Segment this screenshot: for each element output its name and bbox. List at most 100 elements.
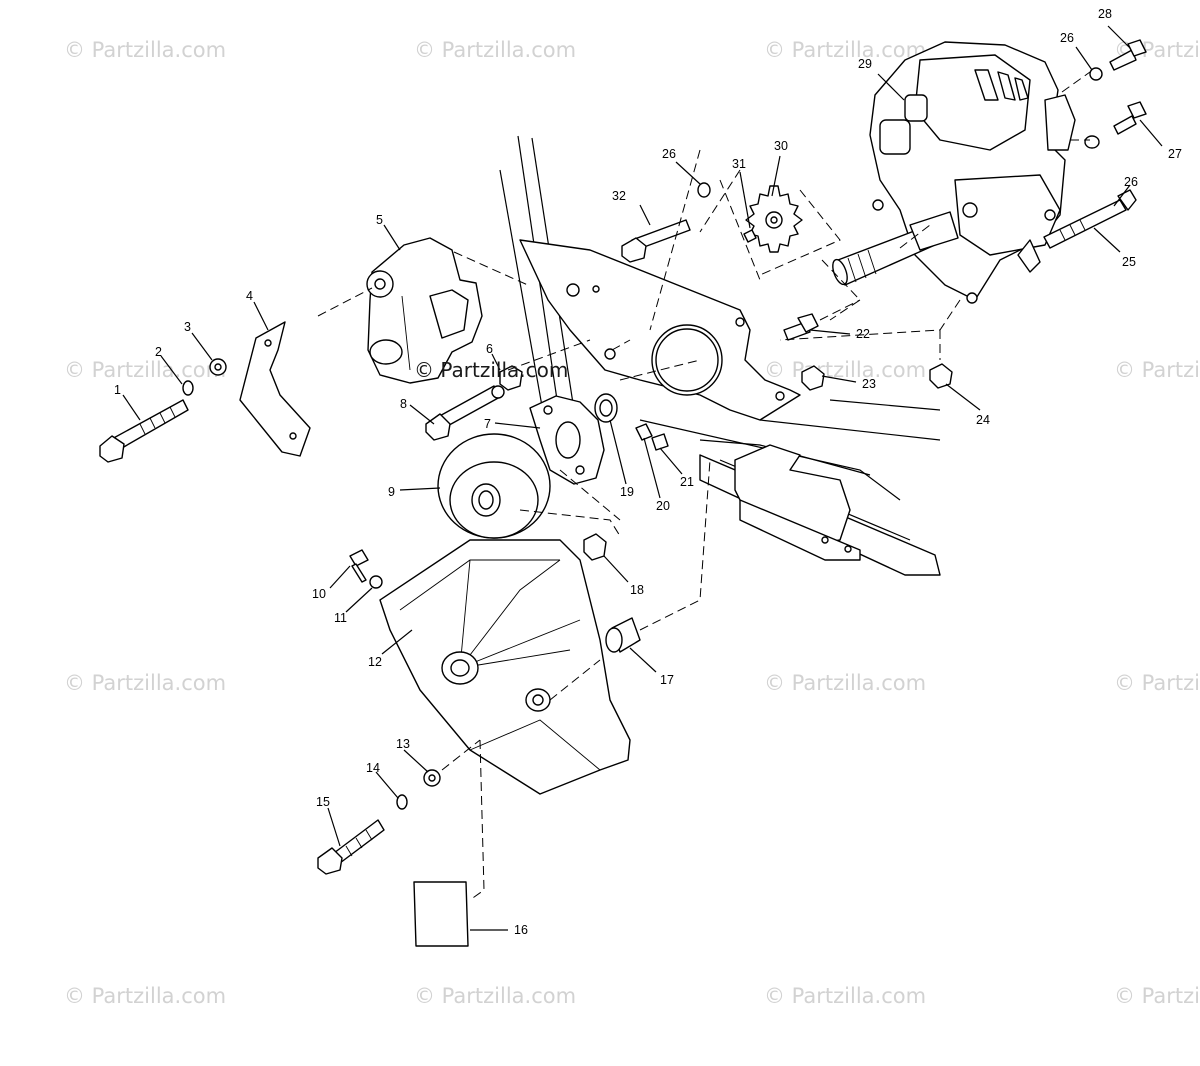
bearing-plate-7-bore	[555, 421, 581, 459]
callout-5: 5	[376, 213, 383, 227]
nut-18	[583, 533, 607, 561]
watermark: © Partzilla.com	[414, 984, 576, 1008]
gearcase	[869, 41, 1076, 304]
plate-hole	[775, 391, 785, 401]
bolt-28	[1109, 39, 1147, 71]
callout-32: 32	[612, 189, 626, 203]
washer-26	[697, 182, 711, 198]
washer-11	[369, 575, 383, 589]
callout-26-a: 26	[662, 147, 676, 161]
callout-8: 8	[400, 397, 407, 411]
nut-24	[929, 363, 953, 389]
bolt-8	[425, 385, 505, 441]
callout-12: 12	[368, 655, 382, 669]
spacer-17-end	[605, 627, 623, 653]
callout-14: 14	[366, 761, 380, 775]
callout-22: 22	[856, 327, 870, 341]
callout-29: 29	[858, 57, 872, 71]
callout-1: 1	[114, 383, 121, 397]
plate-hole	[566, 283, 580, 297]
callout-21: 21	[680, 475, 694, 489]
bracket-hole	[844, 545, 852, 553]
callout-13: 13	[396, 737, 410, 751]
callout-24: 24	[976, 413, 990, 427]
lock-washer-2	[182, 380, 194, 396]
plate-hole	[735, 317, 745, 327]
callout-31: 31	[732, 157, 746, 171]
bracket-hole	[821, 536, 829, 544]
sprocket-30	[745, 185, 803, 253]
watermark: © Partzilla.com	[1114, 984, 1200, 1008]
watermark: © Partzilla.com	[764, 671, 926, 695]
nut-6	[499, 365, 523, 391]
callout-17: 17	[660, 673, 674, 687]
callout-15: 15	[316, 795, 330, 809]
washer-26-c	[1084, 135, 1100, 149]
pulley-9-bore	[478, 490, 494, 510]
callout-11: 11	[334, 611, 347, 625]
watermark: © Partzilla.com	[414, 38, 576, 62]
callout-10: 10	[312, 587, 326, 601]
callout-numbers: 1 2 3 4 5 6 7 8 9 10 11 12 13 14 15 16 1…	[114, 7, 1182, 937]
callout-23: 23	[862, 377, 876, 391]
assembly-lines	[317, 71, 1091, 901]
seal-20	[635, 423, 653, 441]
chain-cover-12	[379, 539, 631, 795]
frame-bracket-foot	[739, 499, 861, 561]
bracket-4-hole	[264, 339, 272, 347]
callout-7: 7	[484, 417, 491, 431]
screw-10	[349, 549, 369, 583]
splined-shaft	[832, 211, 959, 286]
plate-hole	[592, 285, 600, 293]
callout-9: 9	[388, 485, 395, 499]
bearing-plate-7-hole	[575, 465, 585, 475]
callout-3: 3	[184, 320, 191, 334]
clip-31	[743, 229, 757, 243]
bolt-32	[621, 219, 691, 263]
watermark: © Partzilla.com	[64, 984, 226, 1008]
watermark: © Partzilla.com	[764, 38, 926, 62]
bolt-1	[99, 399, 189, 463]
callout-19: 19	[620, 485, 634, 499]
callout-27: 27	[1168, 147, 1182, 161]
washer-3-hole	[214, 363, 222, 371]
callout-leaders	[122, 25, 1163, 931]
watermark: © Partzilla.com	[764, 984, 926, 1008]
callout-26-b: 26	[1060, 31, 1074, 45]
bolt-15	[317, 819, 385, 875]
lock-washer-14	[396, 794, 408, 810]
callout-6: 6	[486, 342, 493, 356]
callout-4: 4	[246, 289, 253, 303]
callout-25: 25	[1122, 255, 1136, 269]
callout-2: 2	[155, 345, 162, 359]
watermark: © Partzilla.com	[64, 358, 226, 382]
bearing-19-inner	[599, 399, 613, 417]
watermark: © Partzilla.com	[64, 38, 226, 62]
washer-26-b	[1089, 67, 1103, 81]
callout-18: 18	[630, 583, 644, 597]
bolt-22	[783, 313, 819, 341]
spacer-21	[651, 433, 669, 451]
decal-16	[413, 881, 469, 947]
callout-16: 16	[514, 923, 528, 937]
watermark: © Partzilla.com	[1114, 358, 1200, 382]
bracket-4	[239, 321, 311, 457]
callout-26-c: 26	[1124, 175, 1138, 189]
motor	[366, 237, 483, 384]
watermark: © Partzilla.com	[764, 358, 926, 382]
bearing-plate-7-hole	[543, 405, 553, 415]
mounting-plate	[519, 239, 801, 421]
bolt-27	[1113, 101, 1147, 135]
callout-20: 20	[656, 499, 670, 513]
watermark: © Partzilla.com	[64, 671, 226, 695]
center-watermark: © Partzilla.com	[414, 358, 568, 382]
bracket-4-hole	[289, 432, 297, 440]
callout-28: 28	[1098, 7, 1112, 21]
bolt-25	[1043, 189, 1137, 249]
plate-hole	[604, 348, 616, 360]
callout-30: 30	[774, 139, 788, 153]
nut-23	[801, 365, 825, 391]
plate-bore-inner	[655, 328, 719, 392]
washer-13-hole	[428, 774, 436, 782]
